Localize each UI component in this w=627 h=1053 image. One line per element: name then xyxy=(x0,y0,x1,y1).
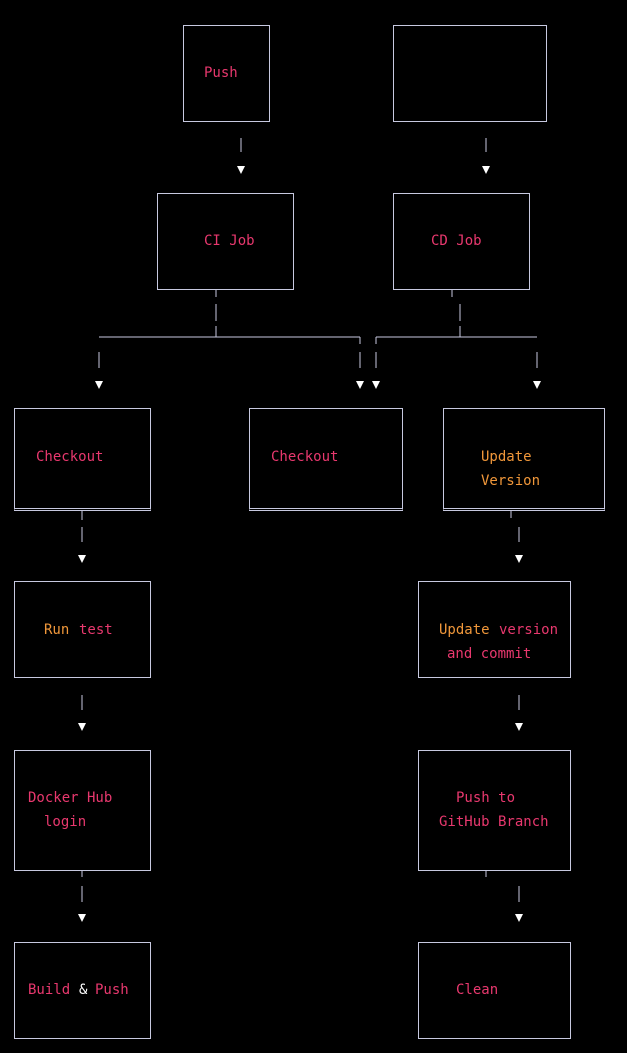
checkout-mid-node xyxy=(249,408,403,511)
docker-login-line2: login xyxy=(44,814,87,830)
run-test-node xyxy=(14,581,151,678)
checkout-left-node xyxy=(14,408,151,511)
update-version-line2: Version xyxy=(481,473,541,489)
push-node xyxy=(183,25,270,122)
cd-job-label: CD Job xyxy=(431,233,482,249)
build-push-node xyxy=(14,942,151,1039)
update-version-node xyxy=(443,408,605,511)
arrow-head-update-version xyxy=(533,381,541,389)
update-version-commit-node xyxy=(418,581,571,678)
run-test-word1: Run xyxy=(44,622,70,638)
checkout-mid-label: Checkout xyxy=(271,449,339,465)
arrow-head-checkout-left xyxy=(95,381,103,389)
push-label: Push xyxy=(204,65,238,81)
update-commit-line1b: version xyxy=(499,622,559,638)
update-commit-line2: and commit xyxy=(447,646,532,662)
docker-login-node xyxy=(14,750,151,871)
run-test-word2: test xyxy=(79,622,113,638)
arrow-head-checkout-mid-b xyxy=(372,381,380,389)
ci-job-label: CI Job xyxy=(204,233,255,249)
blank-node xyxy=(393,25,547,122)
arrow-head-checkout-mid-a xyxy=(356,381,364,389)
arrow-head-build-push xyxy=(78,914,86,922)
ci-job-node xyxy=(157,193,294,290)
arrow-head-clean xyxy=(515,914,523,922)
arrow-head-push-branch xyxy=(515,723,523,731)
build-push-word2: Push xyxy=(95,982,129,998)
update-commit-line1a: Update xyxy=(439,622,490,638)
arrow-head-run-test xyxy=(78,555,86,563)
arrow-head-docker-login xyxy=(78,723,86,731)
cd-job-node xyxy=(393,193,530,290)
push-branch-node xyxy=(418,750,571,871)
docker-login-line1: Docker Hub xyxy=(28,790,113,806)
arrow-head-cd-job xyxy=(482,166,490,174)
push-branch-line2: GitHub Branch xyxy=(439,814,549,830)
update-version-line1: Update xyxy=(481,449,532,465)
push-branch-line1: Push to xyxy=(456,790,516,806)
build-push-amp: & xyxy=(79,982,88,998)
clean-node xyxy=(418,942,571,1039)
checkout-left-label: Checkout xyxy=(36,449,104,465)
arrow-head-update-commit xyxy=(515,555,523,563)
arrow-head-ci-job xyxy=(237,166,245,174)
build-push-word1: Build xyxy=(28,982,71,998)
clean-label: Clean xyxy=(456,982,499,998)
